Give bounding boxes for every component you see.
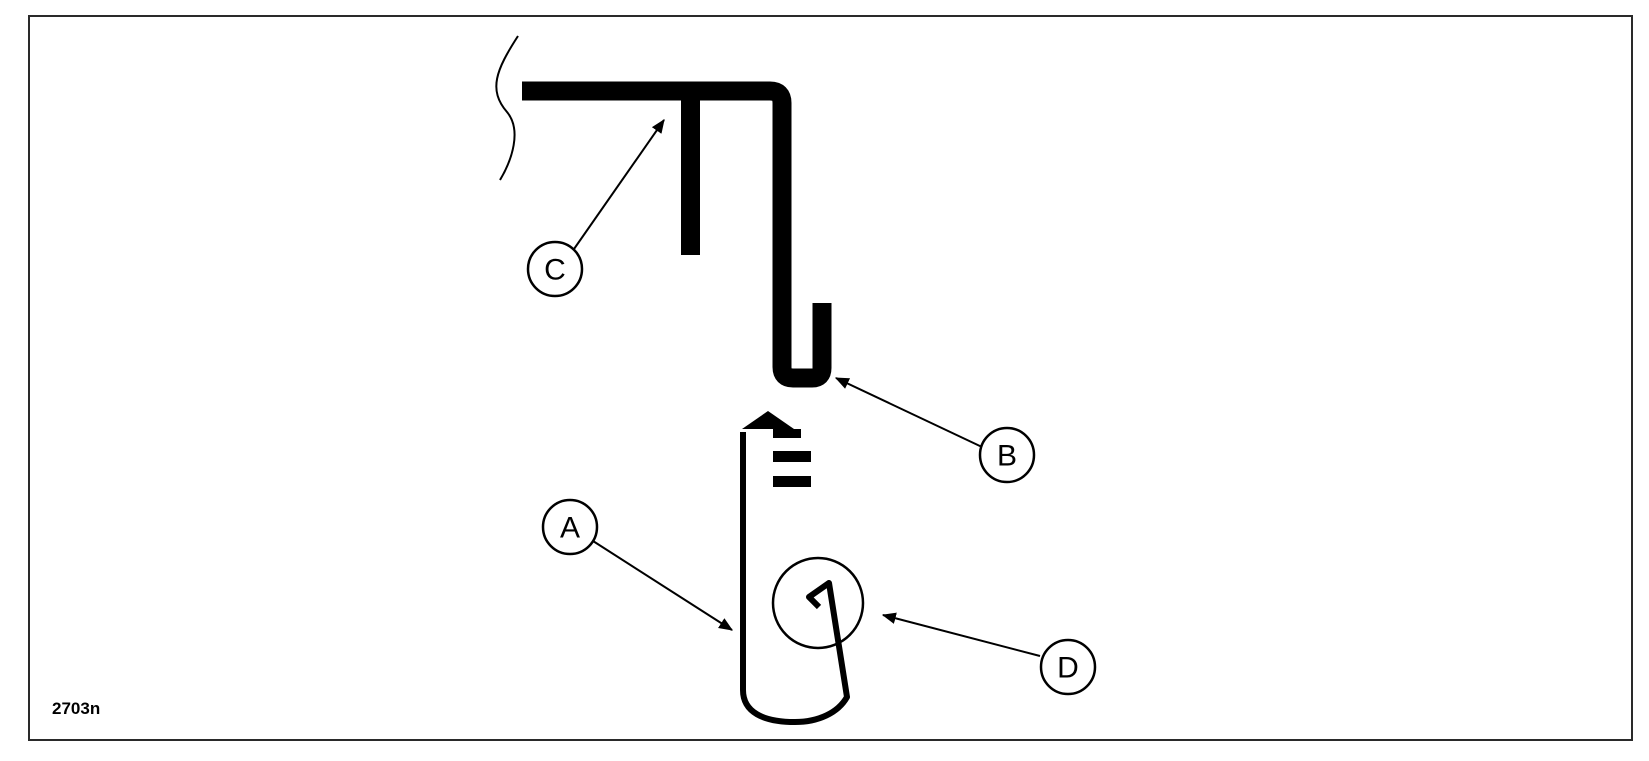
callout-a-label: A	[560, 512, 580, 545]
figure-frame	[28, 15, 1633, 741]
insertion-arrow-icon	[742, 411, 811, 487]
figure-reference-code: 2703n	[52, 699, 100, 718]
retaining-clip	[740, 432, 850, 725]
panel-stiffener	[681, 91, 700, 255]
callout-c-label: C	[544, 254, 566, 287]
break-line	[495, 35, 519, 181]
leader-c	[573, 119, 665, 250]
leader-b	[834, 377, 983, 448]
leader-d	[881, 612, 1041, 657]
callout-c: C	[526, 240, 584, 298]
callout-d-label: D	[1057, 652, 1079, 685]
callout-d: D	[1039, 638, 1097, 696]
body-panel	[522, 81, 832, 388]
callout-b-label: B	[997, 440, 1017, 473]
callout-a: A	[541, 498, 599, 556]
detail-circle	[771, 556, 865, 650]
callout-b: B	[978, 426, 1036, 484]
leader-a	[592, 540, 733, 631]
